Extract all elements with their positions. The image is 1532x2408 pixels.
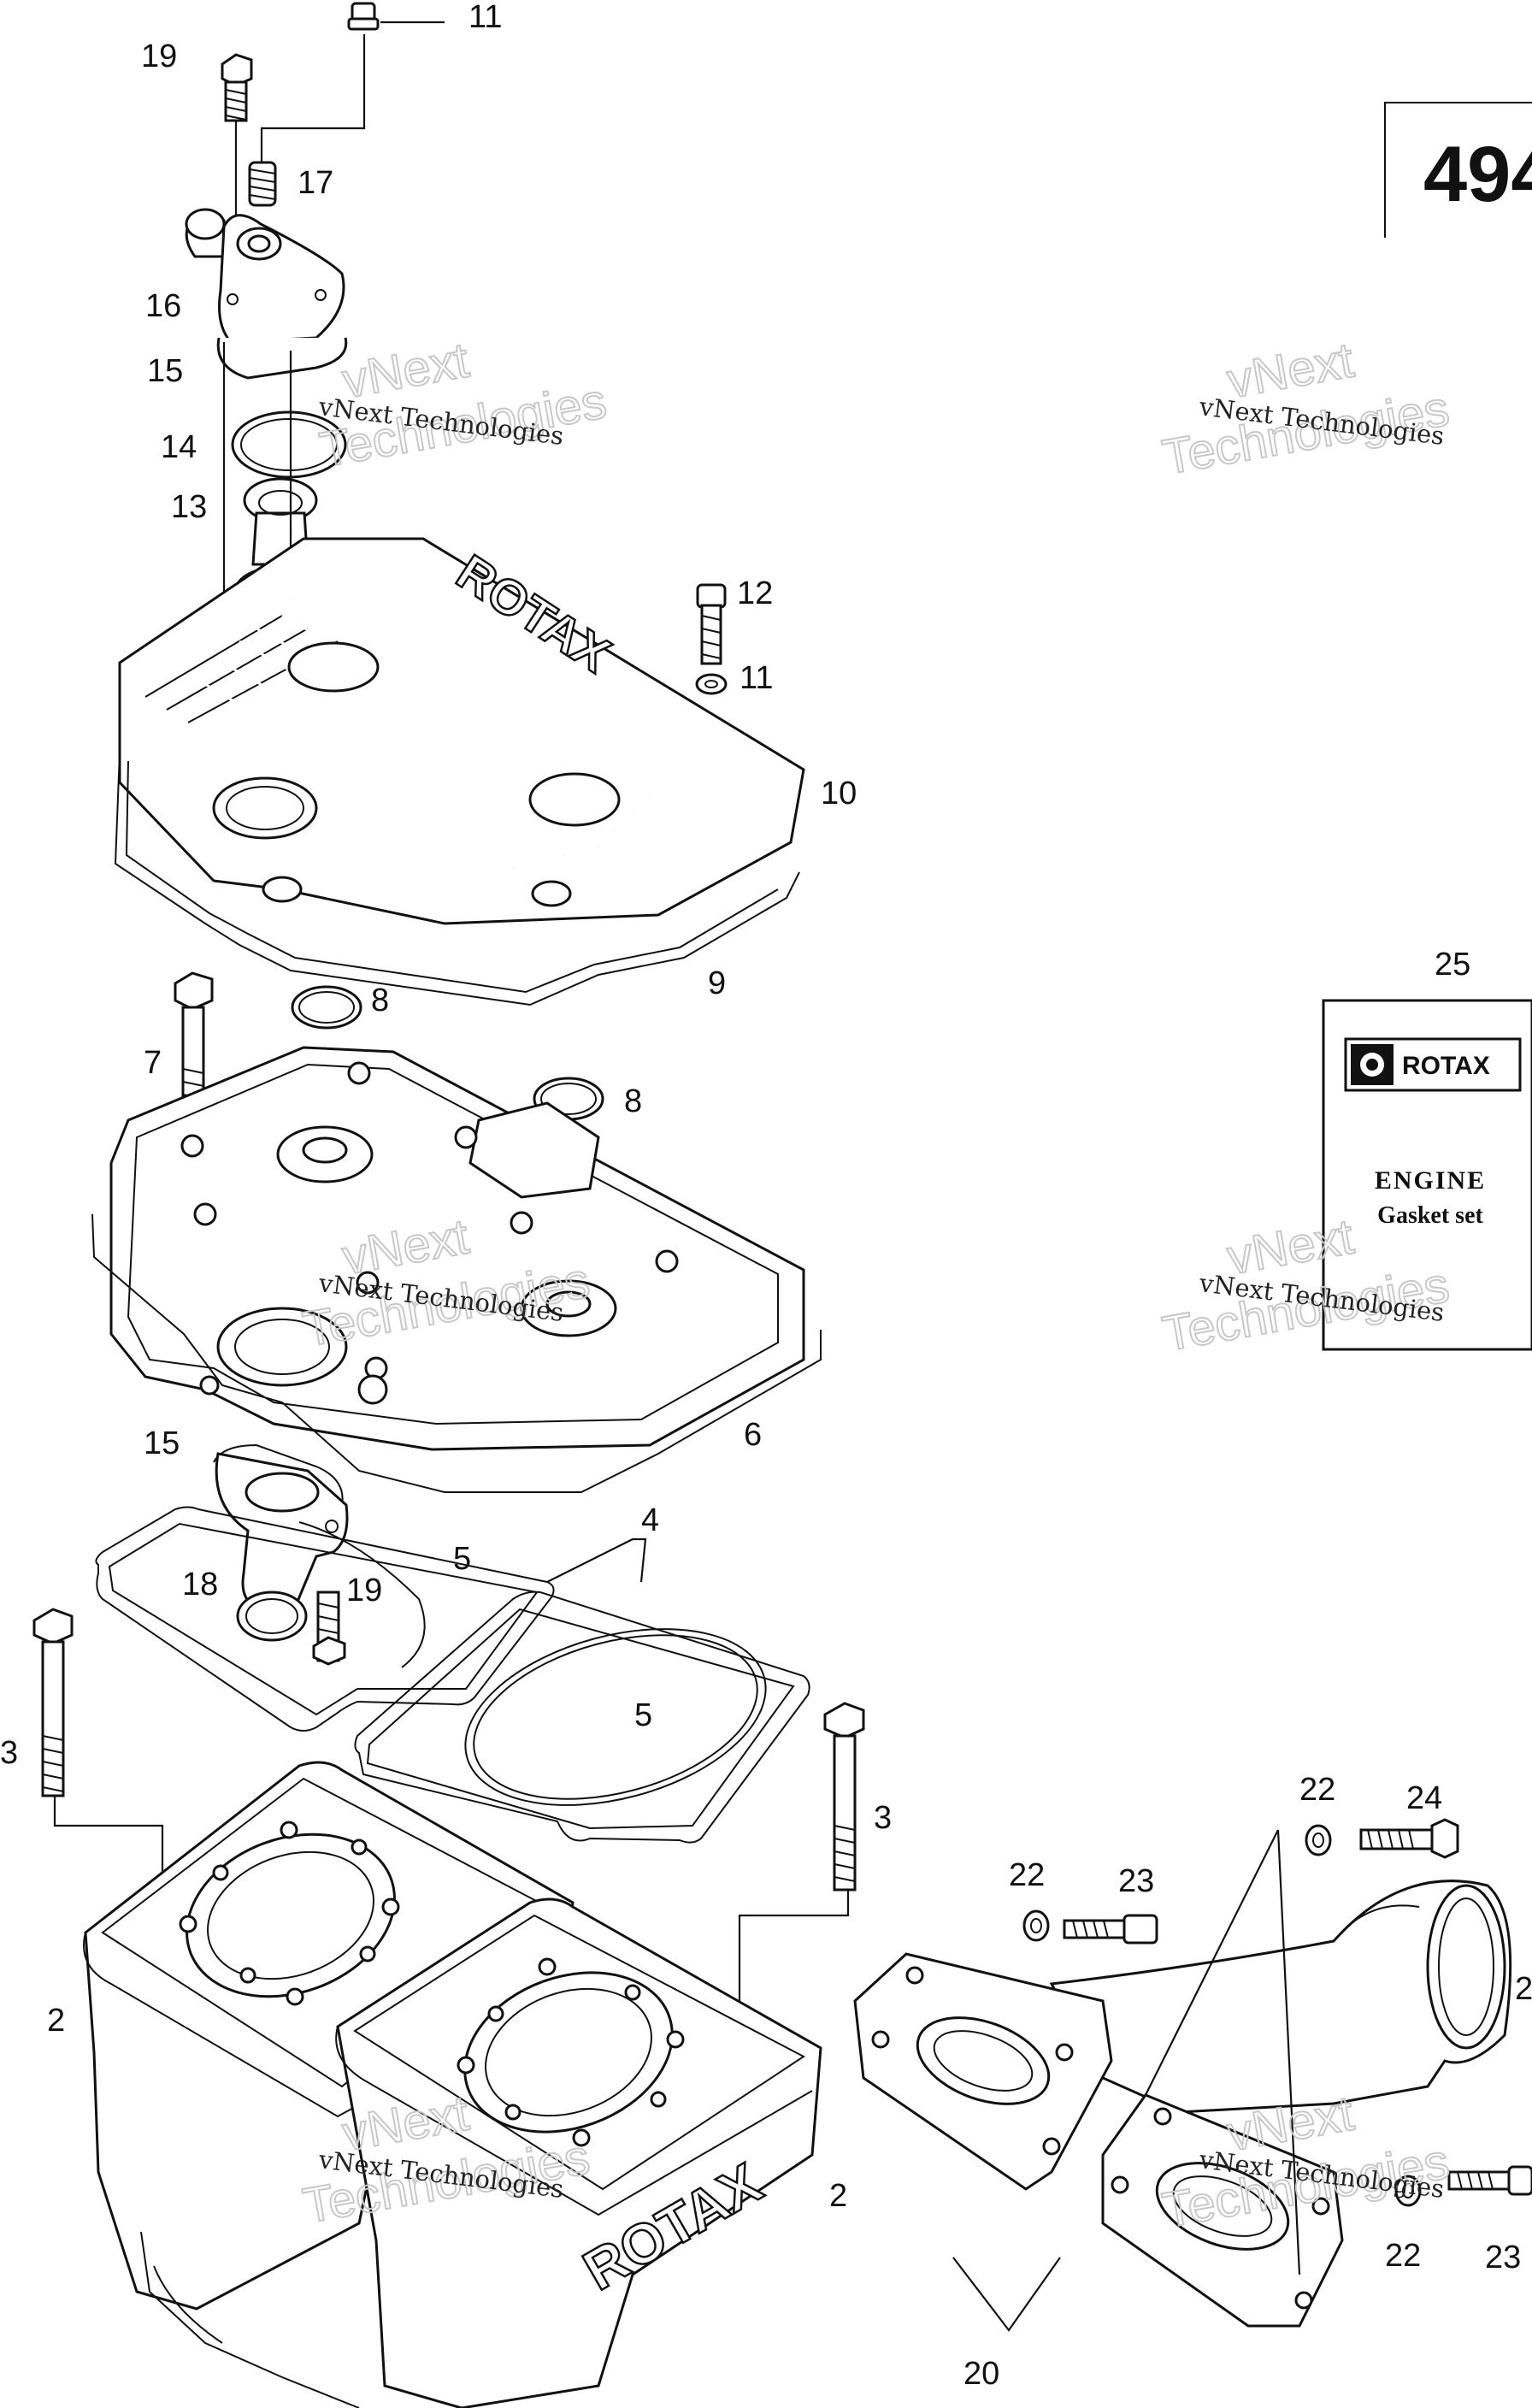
callout-2-left: 2 [47,2003,65,2039]
washer-22-bot [1394,2175,1422,2207]
cover-gasket-9 [114,752,800,1006]
head-gasket-6 [91,1213,822,1493]
callout-3-left: 3 [0,1735,18,1771]
screw-23-mid [1063,1914,1158,1945]
bolt-3-right [738,1702,865,2069]
bolt-12 [696,583,727,665]
callout-16: 16 [145,288,181,324]
gasket-set-subtitle: Gasket set [1377,1202,1483,1229]
water-outlet-18 [215,1452,349,1642]
callout-22-mid: 22 [1009,1857,1045,1893]
cylinder-head-cover-10: ROTAX [118,537,805,925]
callout-25: 25 [1435,947,1470,983]
callout-2-right: 2 [829,2178,847,2214]
callout-17: 17 [298,165,333,201]
gasket-15-top [216,337,348,380]
callout-8-left: 8 [371,983,389,1018]
o-ring-8-left [291,985,362,1030]
washer-screw-11-top [347,2,445,31]
callout-11-mid: 11 [739,660,773,696]
callout-18: 18 [182,1567,218,1602]
watermark-1: vNext Technologies [315,331,611,479]
callout-13: 13 [171,489,207,525]
callout-5-top: 5 [453,1541,471,1577]
water-outlet-16 [185,208,345,344]
callout-23-mid: 23 [1118,1863,1154,1899]
spring-17 [248,34,366,207]
callout-19-top: 19 [141,38,177,74]
callout-4: 4 [641,1502,659,1538]
callout-23-bot: 23 [1485,2240,1521,2275]
callout-24: 24 [1406,1780,1442,1816]
gasket-set-box-25: ROTAX ENGINE Gasket set [1322,999,1532,1351]
callout-8-right: 8 [624,1083,642,1119]
rotax-logo-icon [1351,1044,1394,1085]
callout-5-mid: 5 [634,1697,652,1733]
manifold-21 [1049,1880,1512,2114]
callout-14: 14 [161,429,197,465]
callout-6: 6 [744,1417,762,1453]
bolt-19-top [221,53,253,227]
gasket-set-brand: ROTAX [1402,1052,1490,1080]
screw-23-bot [1447,2165,1532,2196]
callout-12: 12 [737,575,773,611]
o-ring-14 [231,410,347,479]
manifold-flange-20-right [1101,2093,1344,2328]
watermark-2: vNext Technologies [1158,331,1454,486]
washer-22-mid [1022,1909,1050,1942]
cylinder-2-left [83,1761,574,2311]
callout-20: 20 [963,2356,999,2392]
manifold-flange-20-left [853,1952,1113,2191]
cylinder-gasket-4-right [354,1591,810,1844]
callout-3-right: 3 [874,1800,892,1836]
base-gasket [140,2231,360,2408]
screw-24 [1359,1818,1459,1859]
callout-15-mid: 15 [144,1425,180,1461]
callout-10: 10 [821,776,857,812]
washer-11-mid [695,673,728,695]
callout-19-mid: 19 [346,1573,382,1608]
callout-11-top: 11 [468,0,502,35]
page-number: 494 [1423,131,1532,218]
callout-22-bot: 22 [1385,2238,1421,2274]
callout-21: 2 [1515,1971,1532,2007]
callout-15-top: 15 [147,353,183,389]
callout-9: 9 [708,965,726,1001]
callout-22-top: 22 [1299,1772,1335,1808]
bolt-19-mid [312,1591,346,1666]
page-number-tab: 494 [1384,102,1532,238]
cylinder-head-6 [109,1046,805,1451]
gasket-set-title: ENGINE [1375,1166,1486,1195]
washer-22-top [1305,1824,1332,1856]
callout-7: 7 [144,1045,162,1081]
